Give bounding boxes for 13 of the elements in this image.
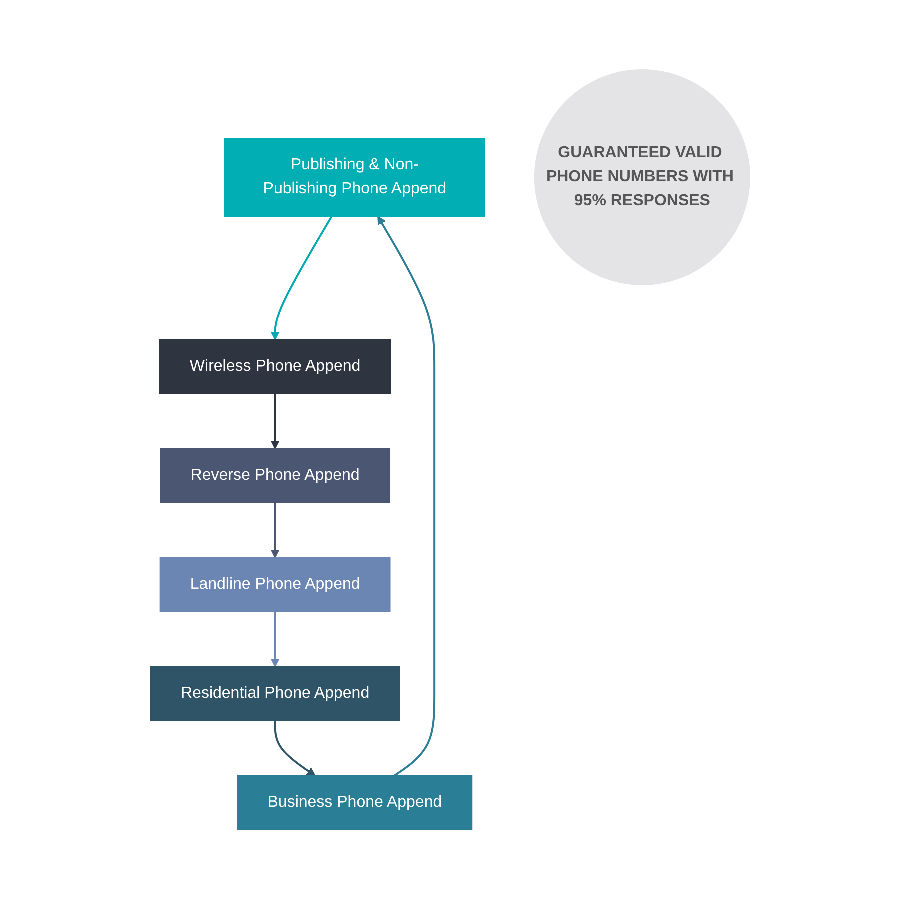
node-box: Reverse Phone Append xyxy=(160,448,390,504)
arrow xyxy=(270,612,280,668)
arrow xyxy=(270,503,280,558)
arrow xyxy=(377,216,436,777)
node-box: Publishing & Non-Publishing Phone Append xyxy=(224,138,485,217)
node-box: Business Phone Append xyxy=(236,775,472,830)
node-circle: GUARANTEED VALID PHONE NUMBERS WITH 95% RESPONSES xyxy=(534,70,750,286)
node-box: Landline Phone Append xyxy=(159,558,390,612)
node-box: Wireless Phone Append xyxy=(158,340,391,394)
arrow xyxy=(270,394,280,450)
arrow xyxy=(274,720,316,776)
arrow xyxy=(270,216,332,340)
node-box: Residential Phone Append xyxy=(150,666,400,722)
